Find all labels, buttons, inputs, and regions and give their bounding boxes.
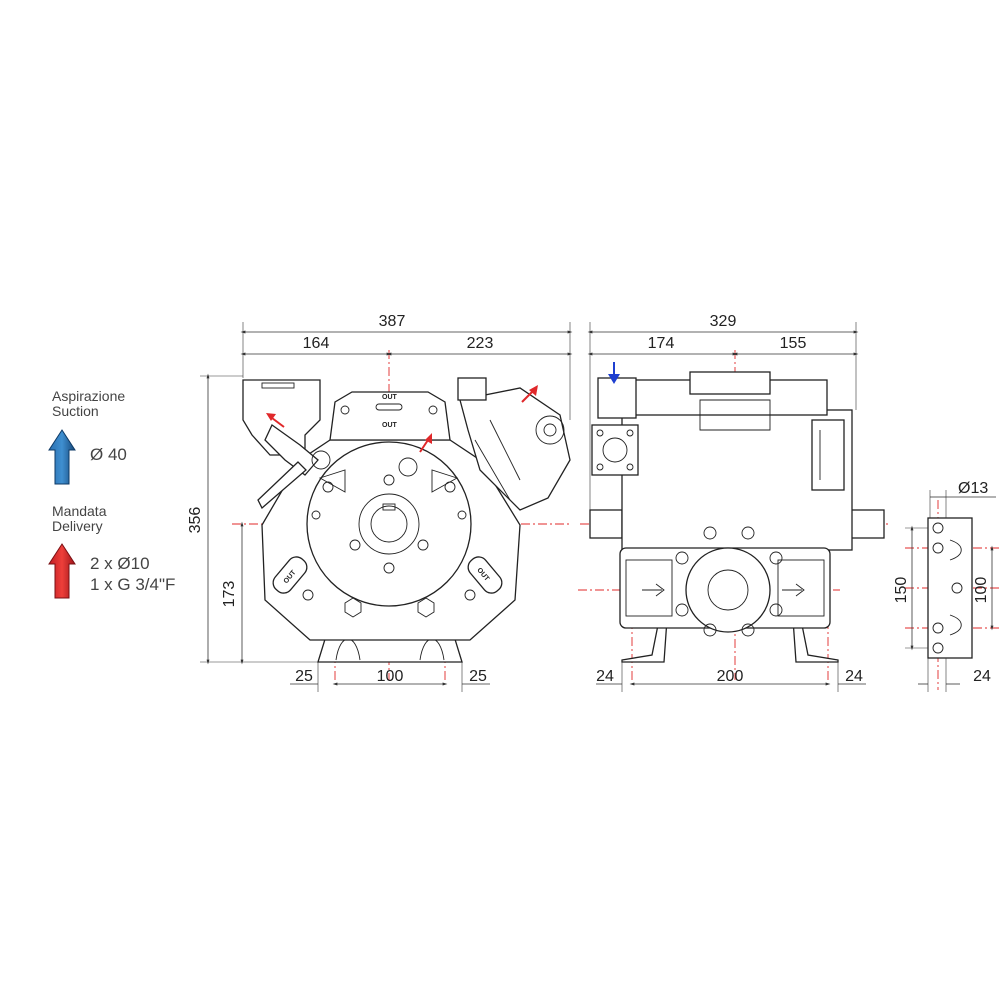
side-suction-inlet: [597, 377, 637, 419]
side-port-left: [625, 559, 673, 617]
front-right-out-port: OUT: [467, 556, 503, 594]
front-view: OUT OUT OUT OUT: [187, 313, 573, 692]
front-right-top-block: [457, 377, 487, 401]
foot-holes: [932, 522, 963, 654]
suction-spec: Ø 40: [90, 445, 127, 464]
side-top-cap: [689, 371, 771, 395]
front-bottom-bolts: [302, 589, 476, 618]
side-dimensions: 329 174 155 24 200 24: [587, 313, 866, 692]
front-delivery-arrows: [266, 385, 538, 453]
front-foot-left: 25: [295, 668, 313, 685]
delivery-label-it: Mandata: [52, 503, 107, 519]
front-top-out-label-2: OUT: [382, 422, 398, 429]
side-shaft-left: [589, 509, 623, 539]
front-overall-height: 356: [187, 507, 204, 534]
side-foot-left-dim: 24: [596, 668, 614, 685]
side-port-right: [777, 559, 825, 617]
side-flange-bolts: [596, 429, 634, 471]
delivery-spec-line2: 1 x G 3/4"F: [90, 575, 175, 594]
front-left-triangle-mark: [318, 469, 346, 493]
red-arrow-up-icon: [48, 543, 76, 599]
front-dimensions: 387 164 223 356 173 25 100 25: [187, 313, 573, 692]
front-left-width: 164: [303, 335, 330, 352]
foot-inner-spacing: 100: [973, 577, 990, 604]
side-head-bolts: [675, 526, 783, 637]
front-shaft-boss: [358, 493, 420, 555]
front-left-handle: [257, 461, 307, 510]
front-shaft-key: [382, 503, 396, 511]
front-regulator-knob: [535, 415, 565, 445]
foot-outer-spacing: 150: [893, 577, 910, 604]
blue-arrow-up-icon: [48, 429, 76, 485]
delivery-spec-line1: 2 x Ø10: [90, 554, 150, 573]
side-head-center: [707, 569, 749, 611]
front-shaft-height: 173: [221, 581, 238, 608]
front-regulator-rod: [489, 419, 521, 481]
side-right-width: 155: [780, 335, 807, 352]
side-head-flange: [685, 547, 771, 633]
side-suction-arrow: [608, 362, 620, 384]
side-right-valve: [811, 419, 845, 491]
front-right-triangle-mark: [431, 469, 459, 493]
side-foot-right-dim: 24: [845, 668, 863, 685]
suction-label-it: Aspirazione: [52, 388, 125, 404]
front-overall-width: 387: [379, 313, 406, 330]
foot-plate-curve-1: [949, 539, 962, 561]
foot-detail: Ø13 150 100 24: [893, 480, 1000, 692]
front-top-port-slot: [375, 403, 403, 411]
side-top-inner: [699, 399, 771, 431]
front-left-valve: [264, 424, 319, 476]
front-shaft: [370, 505, 408, 543]
front-regulator-knob-center: [543, 423, 557, 437]
front-top-manifold: [329, 391, 451, 441]
side-foot-spacing: 200: [717, 668, 744, 685]
front-top-bolt-right: [428, 405, 438, 415]
front-left-valve-knob: [311, 450, 331, 470]
delivery-label-en: Delivery: [52, 518, 103, 534]
front-regulator-rod-2: [474, 439, 511, 501]
foot-width: 24: [973, 668, 991, 685]
legend: Aspirazione Suction Ø 40 Mandata Deliver…: [48, 388, 175, 599]
side-flange-plate: [591, 424, 639, 476]
front-foot-spacing: 100: [377, 668, 404, 685]
side-arrow-right-mark: [782, 583, 805, 597]
side-overall-width: 329: [710, 313, 737, 330]
front-top-out-label: OUT: [382, 394, 398, 401]
front-main-flange: [306, 441, 472, 607]
foot-plate-curve-2: [949, 614, 962, 636]
side-arrow-left-mark: [642, 583, 665, 597]
side-shaft-right: [849, 509, 885, 539]
front-left-out-port: OUT: [272, 556, 308, 594]
side-left-width: 174: [648, 335, 675, 352]
side-view: 329 174 155 24 200 24: [578, 313, 888, 692]
foot-hole-diameter: Ø13: [958, 480, 988, 497]
front-suction-cup-slot: [261, 382, 295, 389]
side-flange-hole: [602, 437, 628, 463]
front-top-bolt-left: [340, 405, 350, 415]
suction-label-en: Suction: [52, 403, 99, 419]
foot-plate: [927, 517, 973, 659]
front-foot-right: 25: [469, 668, 487, 685]
front-hex-plug: [398, 457, 418, 477]
front-right-width: 223: [467, 335, 494, 352]
